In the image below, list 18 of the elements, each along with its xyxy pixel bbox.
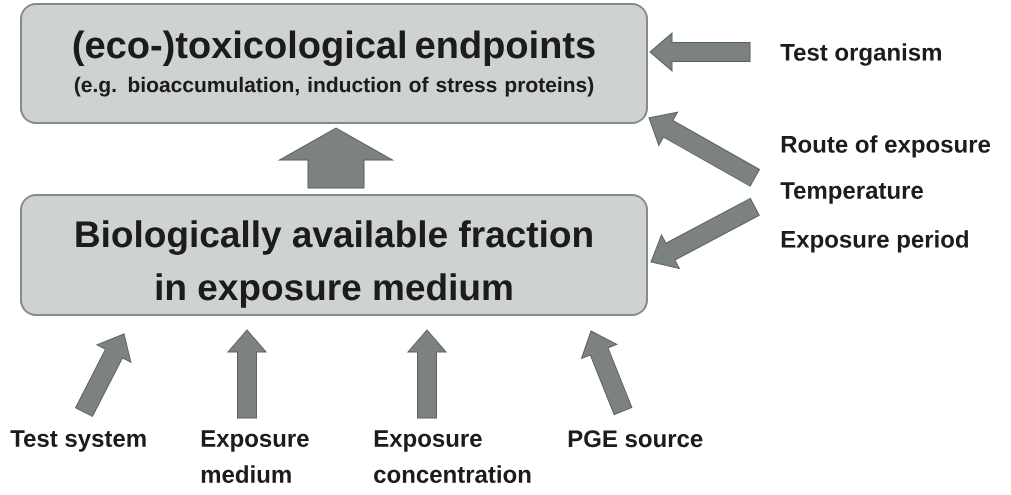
label: PGE source xyxy=(568,430,703,448)
block-arrow xyxy=(227,329,267,419)
block-arrow xyxy=(648,111,760,187)
label: Exposure period xyxy=(781,230,968,253)
label: Test organism xyxy=(780,43,941,66)
block-arrow xyxy=(649,32,751,72)
block-arrow xyxy=(279,127,393,189)
rounded-box: Biologically available fraction in exposure medium xyxy=(20,194,648,316)
label: Exposure concentration xyxy=(374,430,531,483)
label: Route of exposure xyxy=(781,135,991,158)
label: Exposure medium xyxy=(201,430,309,483)
block-arrow xyxy=(581,330,633,416)
rounded-box: (eco-)toxicological endpoints (e.g. bioaccumulation, induction of stress proteins) xyxy=(20,3,648,124)
block-arrow xyxy=(407,329,447,419)
label: Temperature xyxy=(780,182,923,204)
label: Test system xyxy=(10,430,146,452)
block-arrow xyxy=(650,197,760,269)
block-arrow xyxy=(75,333,132,417)
